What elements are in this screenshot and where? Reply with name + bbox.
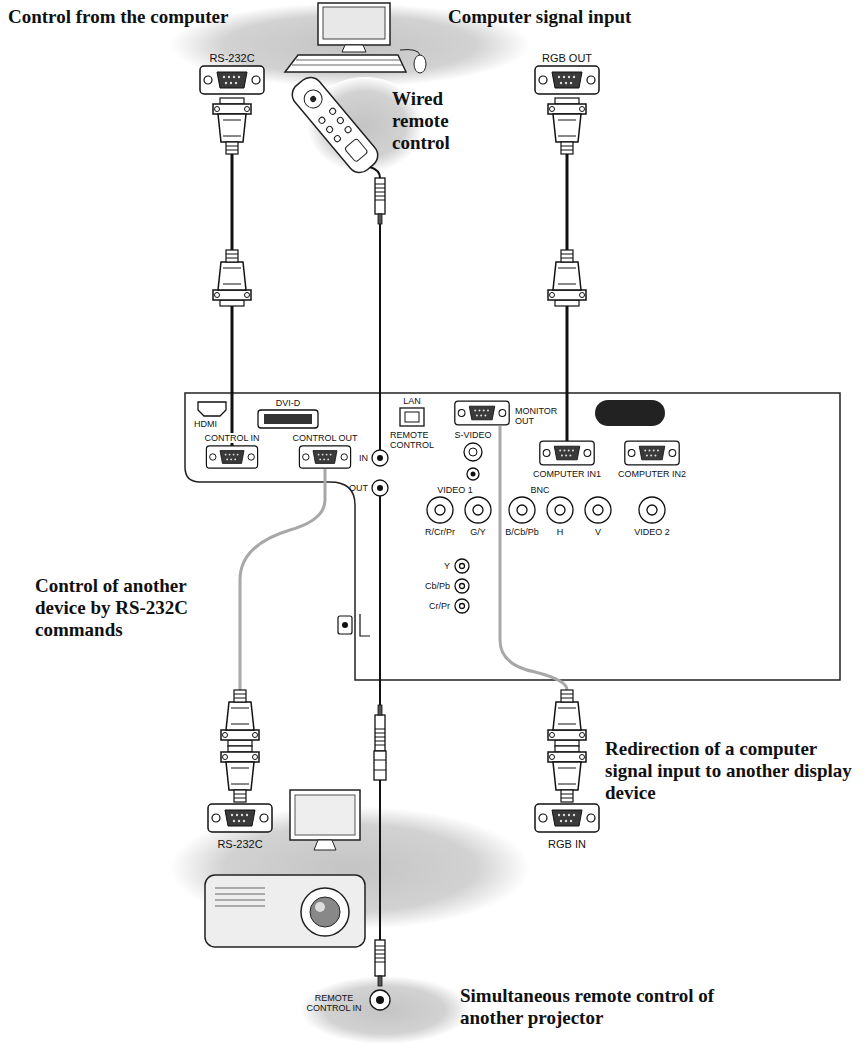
port-label: VIDEO 2 [634, 527, 670, 537]
port-label: LAN [403, 396, 421, 406]
port-label: Cr/Pr [429, 601, 450, 611]
port-label: DVI-D [276, 398, 301, 408]
port-label: CONTROL OUT [292, 433, 357, 443]
port-label: REMOTE CONTROL IN [299, 993, 369, 1013]
port-label: RGB OUT [542, 52, 592, 65]
port-label: CONTROL IN [202, 433, 261, 443]
port-label: RS-232C [217, 838, 262, 851]
port-label: VIDEO 1 [437, 485, 473, 495]
port-label: S-VIDEO [454, 430, 491, 440]
port-label: RGB IN [548, 838, 586, 851]
port-label: RS-232C [209, 52, 254, 65]
callout-text: Simultaneous remote control of another p… [460, 985, 760, 1029]
port-label: BNC [530, 485, 549, 495]
port-label: IN [359, 453, 368, 463]
port-label: OUT [349, 483, 368, 493]
port-label: Y [444, 561, 450, 571]
port-label: REMOTE CONTROL [390, 430, 444, 450]
callout-text: Redirection of a computer signal input t… [605, 738, 861, 804]
callout-text: Control from the computer [8, 6, 228, 28]
port-label: H [557, 527, 564, 537]
port-label: V [595, 527, 601, 537]
callout-text: Control of another device by RS-232C com… [35, 575, 230, 641]
port-label: MONITOR OUT [515, 406, 561, 426]
callout-text: Wired remote control [392, 88, 482, 154]
port-label: Cb/Pb [425, 581, 450, 591]
port-label: COMPUTER IN1 [533, 469, 601, 479]
port-label: B/Cb/Pb [505, 527, 539, 537]
port-label: G/Y [470, 527, 486, 537]
port-label: R/Cr/Pr [425, 527, 455, 537]
port-label: HDMI [194, 419, 217, 429]
callout-text: Computer signal input [448, 6, 631, 28]
port-label: COMPUTER IN2 [618, 469, 686, 479]
